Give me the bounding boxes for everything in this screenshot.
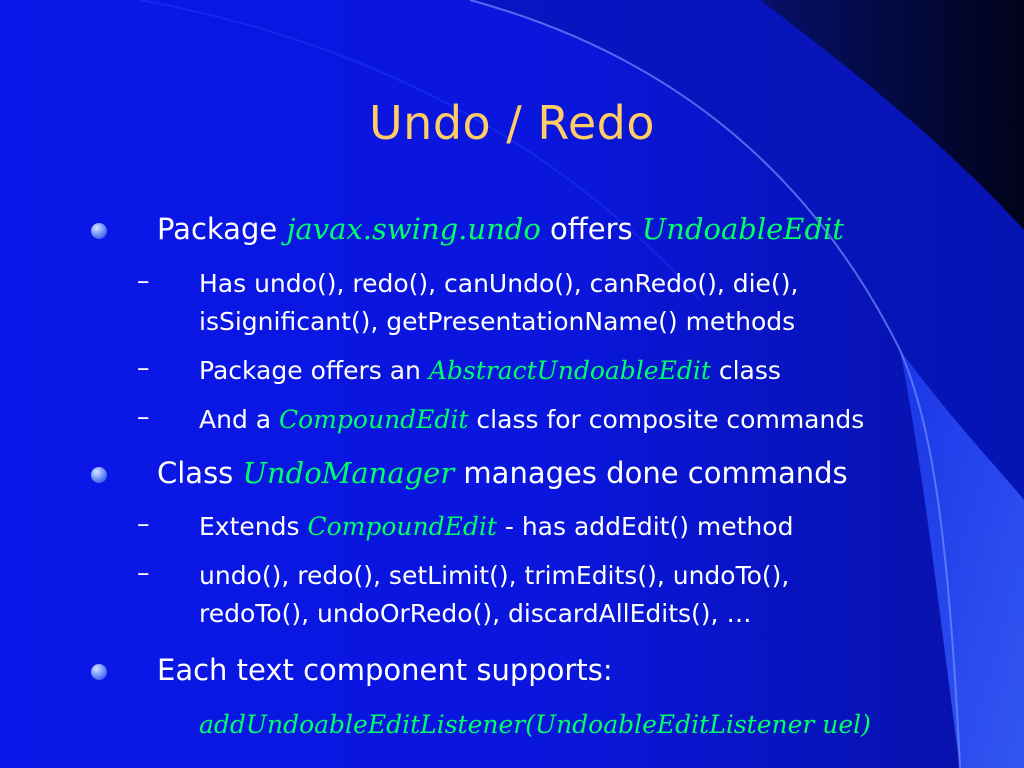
abstract-undoable-edit-name: AbstractUndoableEdit: [428, 356, 711, 385]
sub-manager-methods-line-2: redoTo(), undoOrRedo(), discardAllEdits(…: [199, 599, 752, 628]
slide-title: Undo / Redo: [369, 96, 655, 150]
compound-edit-name: CompoundEdit: [279, 405, 469, 434]
bullet-text-component: Each text component supports:: [157, 653, 613, 687]
listener-method: addUndoableEditListener(UndoableEditList…: [199, 707, 871, 743]
sub-manager-methods-line-1: undo(), redo(), setLimit(), trimEdits(),…: [199, 561, 790, 590]
dash-marker: –: [137, 558, 150, 587]
sub-extends-pre: Extends: [199, 512, 308, 541]
bullet-marker: [91, 223, 107, 239]
sub-has-methods-line-2: isSignificant(), getPresentationName() m…: [199, 307, 796, 336]
bullet-class-post: manages done commands: [454, 456, 848, 490]
dash-marker: –: [137, 509, 150, 538]
dash-marker: –: [137, 266, 150, 295]
sub-compound-edit: And a CompoundEdit class for composite c…: [199, 402, 864, 438]
sub-compound-pre: And a: [199, 405, 280, 434]
bullet-package-mid: offers: [540, 212, 642, 246]
sub-has-methods-line-1: Has undo(), redo(), canUndo(), canRedo()…: [199, 269, 799, 298]
sub-extends-post: - has addEdit() method: [496, 512, 794, 541]
dash-marker: –: [137, 353, 150, 382]
undo-manager-name: UndoManager: [242, 456, 455, 490]
sub-compound-post: class for composite commands: [468, 405, 865, 434]
bullet-class-pre: Class: [157, 456, 243, 490]
bullet-package: Package javax.swing.undo offers Undoable…: [157, 212, 844, 246]
sub-abstract-pre: Package offers an: [199, 356, 429, 385]
package-name: javax.swing.undo: [286, 212, 541, 246]
bullet-marker: [91, 664, 107, 680]
sub-extends: Extends CompoundEdit - has addEdit() met…: [199, 509, 793, 545]
bullet-package-pre: Package: [157, 212, 287, 246]
sub-abstract-post: class: [710, 356, 781, 385]
dash-marker: –: [137, 402, 150, 431]
sub-abstract-edit: Package offers an AbstractUndoableEdit c…: [199, 353, 781, 389]
bullet-undo-manager: Class UndoManager manages done commands: [157, 456, 848, 490]
bullet-marker: [91, 467, 107, 483]
compound-edit-name: CompoundEdit: [307, 512, 497, 541]
add-undoable-edit-listener: addUndoableEditListener(UndoableEditList…: [199, 710, 871, 739]
undoable-edit-name: UndoableEdit: [641, 212, 844, 246]
